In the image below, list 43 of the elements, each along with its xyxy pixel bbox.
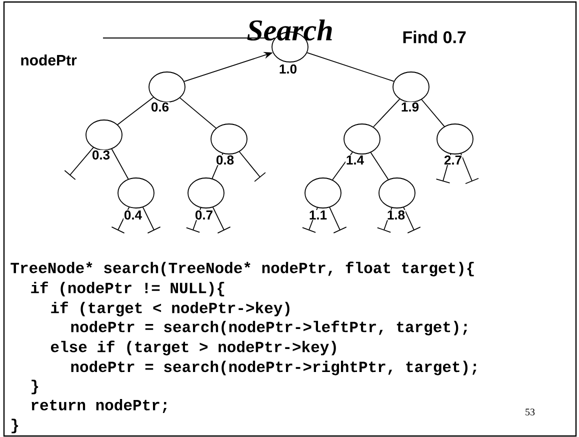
node-value: 0.7 (194, 210, 214, 220)
code-line: nodePtr = search(nodePtr->rightPtr, target); (71, 360, 476, 376)
code-line: else if (target > nodePtr->key) (50, 340, 336, 356)
tree-edge (306, 52, 394, 82)
node-value: 0.4 (123, 210, 143, 220)
code-line: } (32, 380, 38, 394)
node-value: 1.9 (400, 102, 420, 112)
page-number: 53 (526, 408, 535, 416)
node-value: 2.7 (443, 154, 463, 166)
node-value: 1.4 (345, 155, 365, 165)
tree-node-circle (378, 178, 416, 208)
tree-node-circle (392, 72, 430, 102)
tree-node-circle (344, 124, 380, 154)
tree-node-circle (210, 124, 248, 154)
tree-edge (370, 152, 389, 180)
code-line: nodePtr = search(nodePtr->leftPtr, target); (71, 320, 467, 336)
tree-node-circle (304, 178, 342, 208)
tree-node-circle (86, 120, 122, 150)
code-line: } (12, 418, 18, 434)
code-line: TreeNode* search(TreeNode* nodePtr, float target){ (10, 262, 474, 276)
tree-edge (421, 99, 445, 127)
tree-edge (180, 97, 216, 129)
title: Search (247, 19, 332, 41)
code-line: if (target < nodePtr->key) (51, 302, 290, 316)
tree-node-circle (118, 178, 154, 208)
node-value: 0.6 (150, 102, 170, 112)
node-value: 0.8 (215, 154, 235, 166)
code-line: return nodePtr; (32, 399, 167, 413)
tree-edge (117, 96, 154, 126)
node-value: 1.8 (386, 210, 406, 220)
code-line: if (nodePtr != NULL){ (31, 282, 224, 296)
tree-edge (111, 148, 129, 180)
note-text: Find 0.7 (403, 30, 466, 44)
node-value: 1.1 (308, 210, 328, 220)
tree-edge (332, 152, 353, 180)
tree-edge (212, 153, 224, 179)
tree-node-circle (148, 72, 186, 102)
tree-edge (372, 98, 400, 128)
tree-node-circle (188, 178, 224, 208)
pointer-label: nodePtr (21, 54, 77, 66)
node-value: 1.0 (278, 64, 298, 74)
node-value: 0.3 (91, 150, 111, 160)
tree-node-circle (436, 124, 474, 154)
